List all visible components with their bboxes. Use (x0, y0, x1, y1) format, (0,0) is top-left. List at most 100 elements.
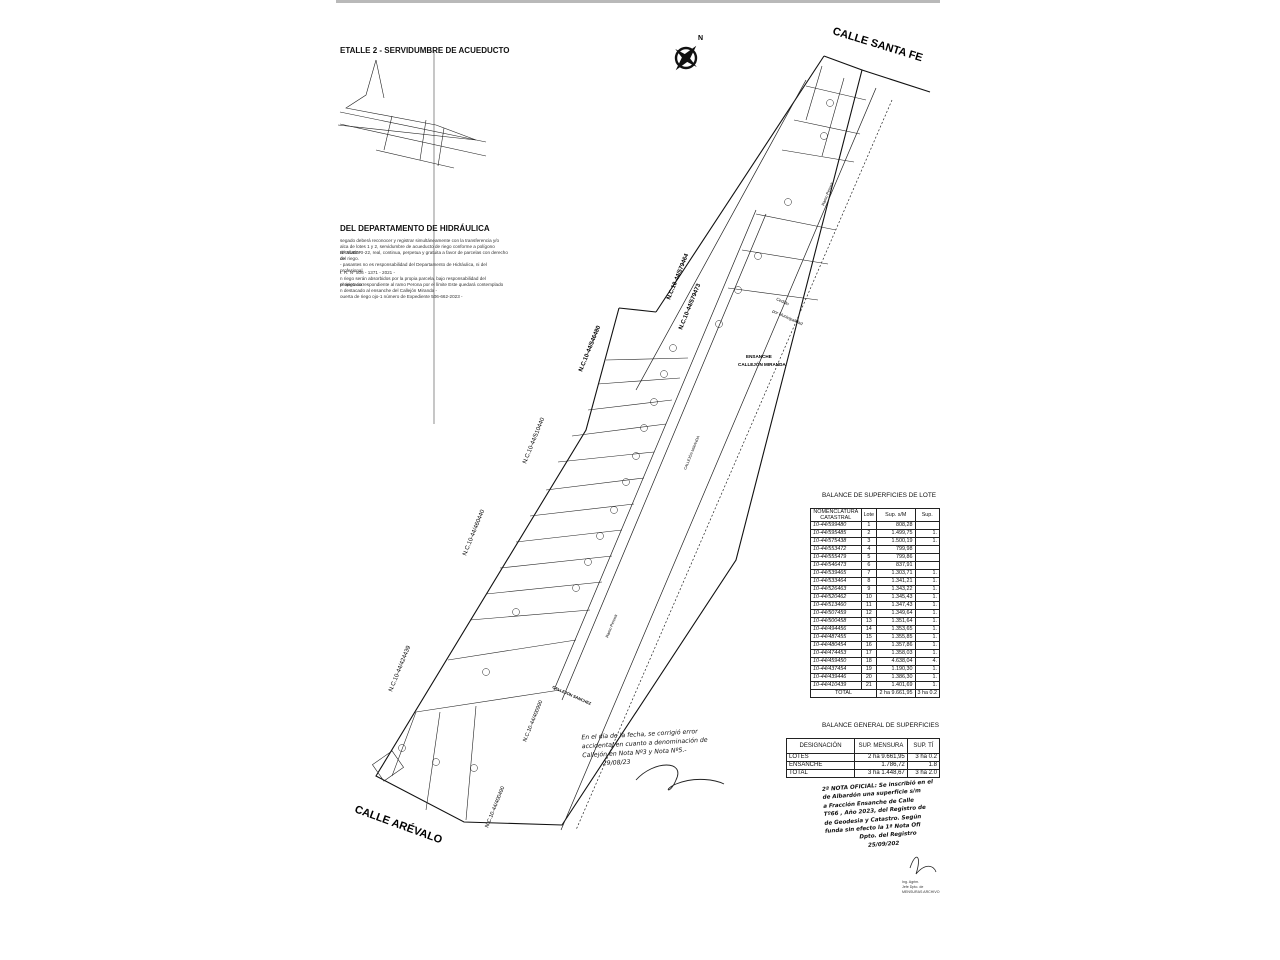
balance-general-title: BALANCE GENERAL DE SUPERFICIES (822, 722, 939, 729)
table-cell: 2 ha 9.661,95 (854, 753, 908, 762)
table-cell: 1. (914, 569, 940, 578)
detail-2-drawing (337, 59, 487, 169)
table-cell: LOTES (785, 753, 856, 762)
table-cell: 1. (914, 585, 940, 594)
table-cell: 3 ha 0.2 (906, 753, 940, 762)
table-cell: 19 (860, 665, 878, 674)
neighbor-nc-label: N.C.10-44/460440 (462, 508, 486, 556)
table-cell (914, 521, 940, 530)
table-cell: 808,28 (876, 521, 916, 530)
cedido-label: Cedido (776, 296, 791, 306)
table-header: Sup. (914, 508, 940, 522)
table-cell: 1 (860, 521, 878, 530)
table-cell: 1.355,85 (876, 633, 916, 642)
balance-lotes-table: NOMENCLATURA CATASTRAL Lote Sup. s/M Sup… (809, 508, 940, 698)
table-cell: 18 (860, 657, 878, 666)
table-cell: 1.343,22 (876, 585, 916, 594)
table-cell: 10-44/526463 (810, 585, 862, 594)
table-cell: 1.8 (906, 761, 940, 770)
table-cell: 3 ha 0.2 (914, 689, 940, 698)
table-header: NOMENCLATURA CATASTRAL (810, 508, 862, 522)
table-cell: 10-44/439446 (810, 673, 862, 682)
table-cell: 15 (860, 633, 878, 642)
lot-divisions-north (727, 65, 867, 301)
table-cell: 1.351,64 (876, 617, 916, 626)
table-cell (914, 545, 940, 554)
table-cell: 4.638,04 (876, 657, 916, 666)
hydraulics-line: Nº SUBSRI-22, real, continua, perpetua y… (340, 250, 508, 261)
neighbor-nc-label: N.C.10-44/400490 (484, 786, 506, 829)
official-signature (909, 856, 937, 875)
hydraulics-line: alca de lotes 1 y 2, servidumbre de acue… (340, 244, 495, 255)
table-cell: 10-44/487455 (810, 633, 862, 642)
table-cell: 2 ha 9.661,95 (876, 689, 916, 698)
table-header: SUP. MENSURA (854, 738, 908, 754)
handwritten-correction-note: En el día de la fecha, se corrigió error… (581, 727, 709, 770)
signature-line: Jefe Dpto. de (902, 885, 924, 889)
table-cell: 3 (860, 537, 878, 546)
table-cell: 10-44/575438 (810, 537, 862, 546)
table-cell: 20 (860, 673, 878, 682)
table-cell: 1.349,64 (876, 609, 916, 618)
table-cell: 1.786,72 (854, 761, 908, 770)
table-cell: 8 (860, 577, 878, 586)
hydraulics-line: n destacado al ensanche del Callejón Mir… (340, 288, 438, 293)
table-cell: 10-44/507459 (810, 609, 862, 618)
table-cell: 2 (860, 529, 878, 538)
table-cell: 1.347,43 (876, 601, 916, 610)
hydraulics-line: I. R. Nº 506 - 1371 - 2021 - (340, 270, 396, 275)
table-cell: 1. (914, 649, 940, 658)
handwritten-signature (635, 764, 725, 791)
table-cell: 9 (860, 585, 878, 594)
table-cell: 10-44/500458 (810, 617, 862, 626)
signature-line: Ing. Agrim. (902, 880, 920, 884)
table-cell: 1. (914, 641, 940, 650)
table-cell: 10-44/480454 (810, 641, 862, 650)
hydraulics-line: - pasantes no es responsabilidad del Dep… (340, 262, 487, 273)
table-cell: 799,98 (876, 545, 916, 554)
table-cell: 12 (860, 609, 878, 618)
table-cell: 1.499,75 (876, 529, 916, 538)
hydraulics-line: segado deberá reconocer y registrar simu… (340, 238, 500, 243)
table-cell: 1. (914, 665, 940, 674)
hydraulics-title: DEL DEPARTAMENTO DE HIDRÁULICA (340, 224, 490, 233)
table-cell: 5 (860, 553, 878, 562)
table-cell: 16 (860, 641, 878, 650)
table-cell: 6 (860, 561, 878, 570)
table-cell: 4. (914, 657, 940, 666)
table-cell: 1.341,21 (876, 577, 916, 586)
table-cell: 1. (914, 681, 940, 690)
table-header: DESIGNACIÓN (785, 738, 856, 754)
hydraulics-line: el riego correspondiente al ramo Perona … (340, 282, 504, 287)
hydraulics-line: ouerta de riego ojo-1 número de Expedien… (340, 294, 463, 299)
compass-rose-icon (674, 45, 698, 71)
ramo-perona-label-south: Ramo Perona (604, 613, 618, 638)
table-cell: 1.386,30 (876, 673, 916, 682)
table-cell (914, 553, 940, 562)
table-cell: 10-44/410439 (810, 681, 862, 690)
neighbor-nc-label: N.C.10-44/546480 (578, 324, 602, 372)
lot-number-markers (398, 99, 834, 772)
table-cell: 10-44/459450 (810, 657, 862, 666)
